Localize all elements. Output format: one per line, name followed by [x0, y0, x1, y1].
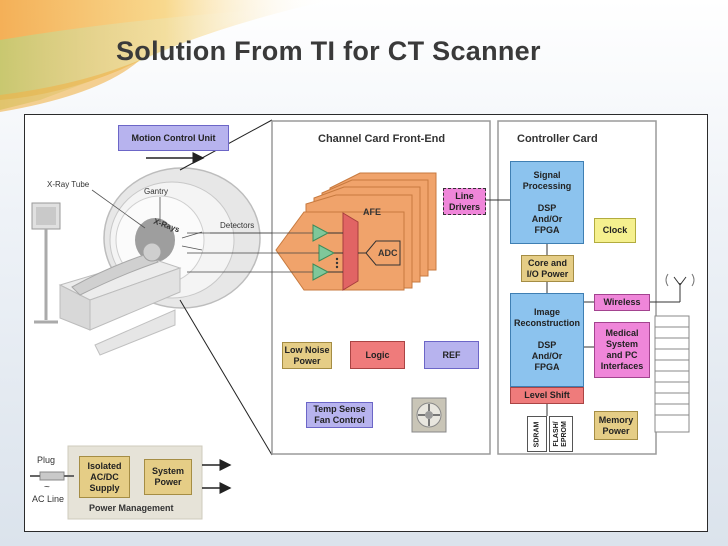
wireless-label: Wireless — [603, 297, 641, 307]
core-io-power-box: Core and I/O Power — [521, 255, 574, 282]
xray-tube-label: X-Ray Tube — [47, 180, 90, 189]
adc-label: ADC — [378, 248, 398, 258]
medical-interfaces-label: Medical System and PC Interfaces — [600, 328, 644, 371]
flash-eprom-box: FLASH/ EPROM — [549, 416, 573, 452]
temp-sense-box: Temp Sense Fan Control — [306, 402, 373, 428]
clock-box: Clock — [594, 218, 636, 243]
afe-label: AFE — [363, 207, 381, 217]
level-shift-label: Level Shift — [524, 390, 570, 400]
signal-processing-box: Signal Processing DSP And/Or FPGA — [510, 161, 584, 244]
level-shift-box: Level Shift — [510, 387, 584, 404]
image-reconstruction-box: Image Reconstruction DSP And/Or FPGA — [510, 293, 584, 387]
detectors-label: Detectors — [220, 221, 255, 230]
antenna-icon — [650, 273, 695, 303]
ac-tilde-label: ~ — [44, 482, 50, 493]
clock-label: Clock — [602, 225, 628, 235]
image-reconstruction-label: Image Reconstruction DSP And/Or FPGA — [513, 307, 580, 372]
ref-box: REF — [424, 341, 479, 369]
sdram-box: SDRAM — [527, 416, 547, 452]
plug-label: Plug — [37, 455, 56, 465]
afe-stack — [275, 172, 437, 291]
isolated-supply-label: Isolated AC/DC Supply — [87, 460, 122, 493]
medical-interfaces-box: Medical System and PC Interfaces — [594, 322, 650, 378]
slide-title: Solution From TI for CT Scanner — [116, 36, 541, 66]
gantry-label: Gantry — [144, 187, 169, 196]
temp-sense-label: Temp Sense Fan Control — [313, 404, 366, 425]
ref-label: REF — [442, 349, 461, 360]
low-noise-power-label: Low Noise Power — [284, 344, 330, 366]
flash-eprom-label: FLASH/ EPROM — [553, 421, 569, 447]
isolated-supply-box: Isolated AC/DC Supply — [79, 456, 130, 498]
memory-power-box: Memory Power — [594, 411, 638, 440]
line-drivers-label: Line Drivers — [448, 190, 481, 212]
memory-power-label: Memory Power — [598, 414, 634, 436]
ct-scanner-illustration — [31, 167, 261, 356]
motion-control-label: Motion Control Unit — [131, 132, 216, 143]
fan-icon — [411, 397, 447, 433]
logic-label: Logic — [365, 349, 390, 360]
low-noise-power-box: Low Noise Power — [282, 342, 332, 369]
connector-pins — [654, 315, 690, 433]
wireless-box: Wireless — [594, 294, 650, 311]
motion-control-unit: Motion Control Unit — [118, 125, 229, 151]
controller-card-title: Controller Card — [517, 133, 598, 145]
line-drivers-box: Line Drivers — [443, 188, 486, 215]
ac-line-label: AC Line — [32, 494, 65, 504]
power-management-label: Power Management — [89, 503, 174, 513]
system-power-label: System Power — [151, 466, 185, 487]
plug-icon — [30, 471, 74, 481]
signal-processing-label: Signal Processing DSP And/Or FPGA — [522, 169, 572, 235]
core-io-power-label: Core and I/O Power — [526, 257, 569, 279]
logic-box: Logic — [350, 341, 405, 369]
system-power-box: System Power — [144, 459, 192, 495]
channel-card-title: Channel Card Front-End — [318, 133, 446, 145]
sdram-label: SDRAM — [533, 421, 541, 447]
